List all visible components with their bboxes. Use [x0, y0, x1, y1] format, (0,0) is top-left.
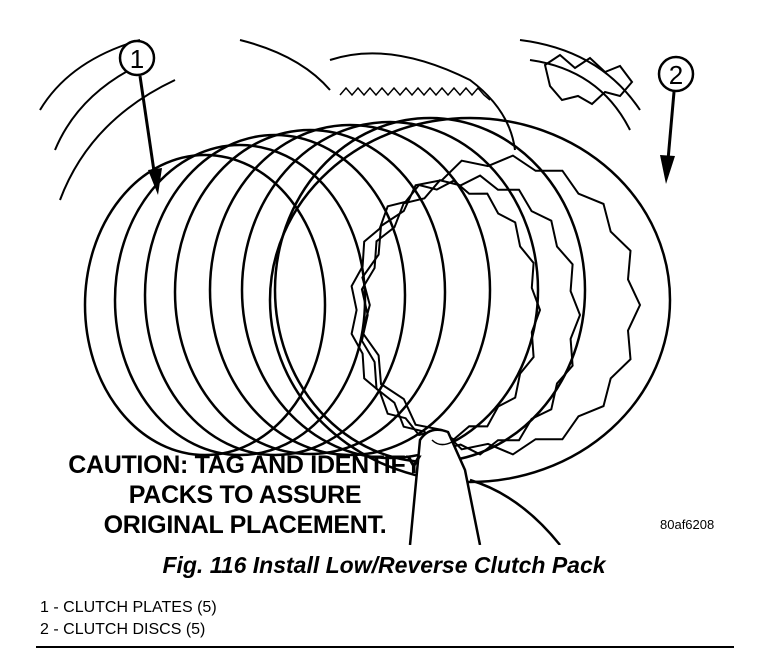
caution-line-2: PACKS TO ASSURE [128, 481, 362, 509]
figure-code: 80af6208 [660, 517, 715, 532]
caution-line-1: CAUTION: TAG AND IDENTIFY [68, 451, 422, 479]
transmission-housing [39, 39, 641, 201]
gear-ring [339, 86, 491, 101]
gear-cluster [543, 53, 634, 106]
caution-line-3: ORIGINAL PLACEMENT. [103, 511, 387, 539]
clutch-plate-ring [113, 143, 367, 457]
clutch-plate-ring [240, 120, 540, 460]
caution-note: CAUTION: TAG AND IDENTIFY PACKS TO ASSUR… [30, 450, 460, 540]
clutch-plate-ring [173, 128, 447, 456]
callout-1: 1 [118, 39, 162, 195]
clutch-plate-ring [83, 153, 327, 457]
clutch-plate-ring [268, 116, 672, 484]
legend-item: 2 - CLUTCH DISCS (5) [40, 621, 206, 638]
clutch-disc [361, 154, 642, 456]
svg-text:2: 2 [669, 60, 683, 90]
legend-item: 1 - CLUTCH PLATES (5) [40, 599, 217, 616]
clutch-plate-ring [208, 123, 492, 457]
figure-caption: Fig. 116 Install Low/Reverse Clutch Pack [162, 552, 606, 578]
thumb-illustration [408, 428, 482, 545]
legend: 1 - CLUTCH PLATES (5) 2 - CLUTCH DISCS (… [40, 597, 217, 641]
svg-text:1: 1 [130, 44, 144, 74]
clutch-plates [83, 116, 672, 484]
clutch-disc [350, 179, 542, 441]
divider-rule [36, 646, 734, 648]
clutch-pack-illustration: 1 2 [39, 39, 695, 545]
callout-2: 2 [657, 55, 695, 184]
